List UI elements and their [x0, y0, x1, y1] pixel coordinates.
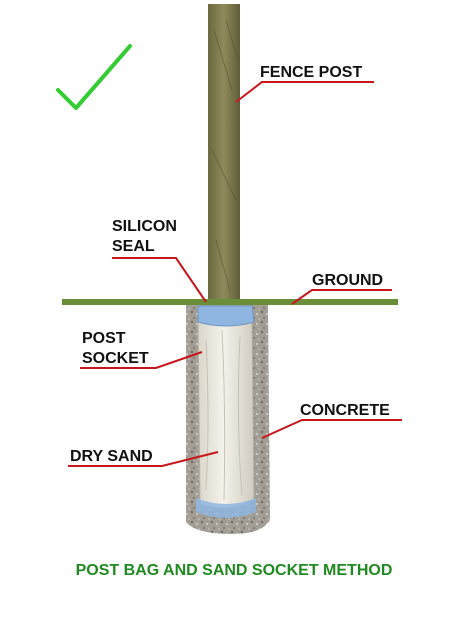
pointer-lines — [68, 81, 402, 467]
silicon-seal — [197, 305, 255, 327]
pointer-fence-post — [235, 81, 374, 103]
pointer-dry-sand — [68, 451, 219, 467]
label-fence-post: FENCE POST — [260, 64, 363, 81]
sand-bag-creases — [205, 329, 243, 501]
ground-line — [62, 299, 398, 305]
label-silicon-seal-line2: SEAL — [112, 238, 155, 255]
label-post-socket-line1: POST — [82, 330, 126, 347]
diagram-caption: POST BAG AND SAND SOCKET METHOD — [75, 562, 393, 579]
label-concrete: CONCRETE — [300, 402, 390, 419]
label-ground: GROUND — [312, 272, 384, 289]
label-post-socket-line2: SOCKET — [82, 350, 149, 367]
label-dry-sand: DRY SAND — [70, 448, 153, 465]
check-icon — [56, 44, 132, 110]
pointer-ground — [291, 289, 392, 305]
pointer-concrete — [261, 419, 402, 439]
label-silicon-seal-line1: SILICON — [112, 218, 177, 235]
pointer-post-socket — [80, 351, 203, 369]
socket-base — [196, 498, 256, 518]
fence-post — [208, 4, 240, 304]
wood-grain — [211, 19, 239, 291]
pointer-silicon-seal — [112, 257, 207, 303]
